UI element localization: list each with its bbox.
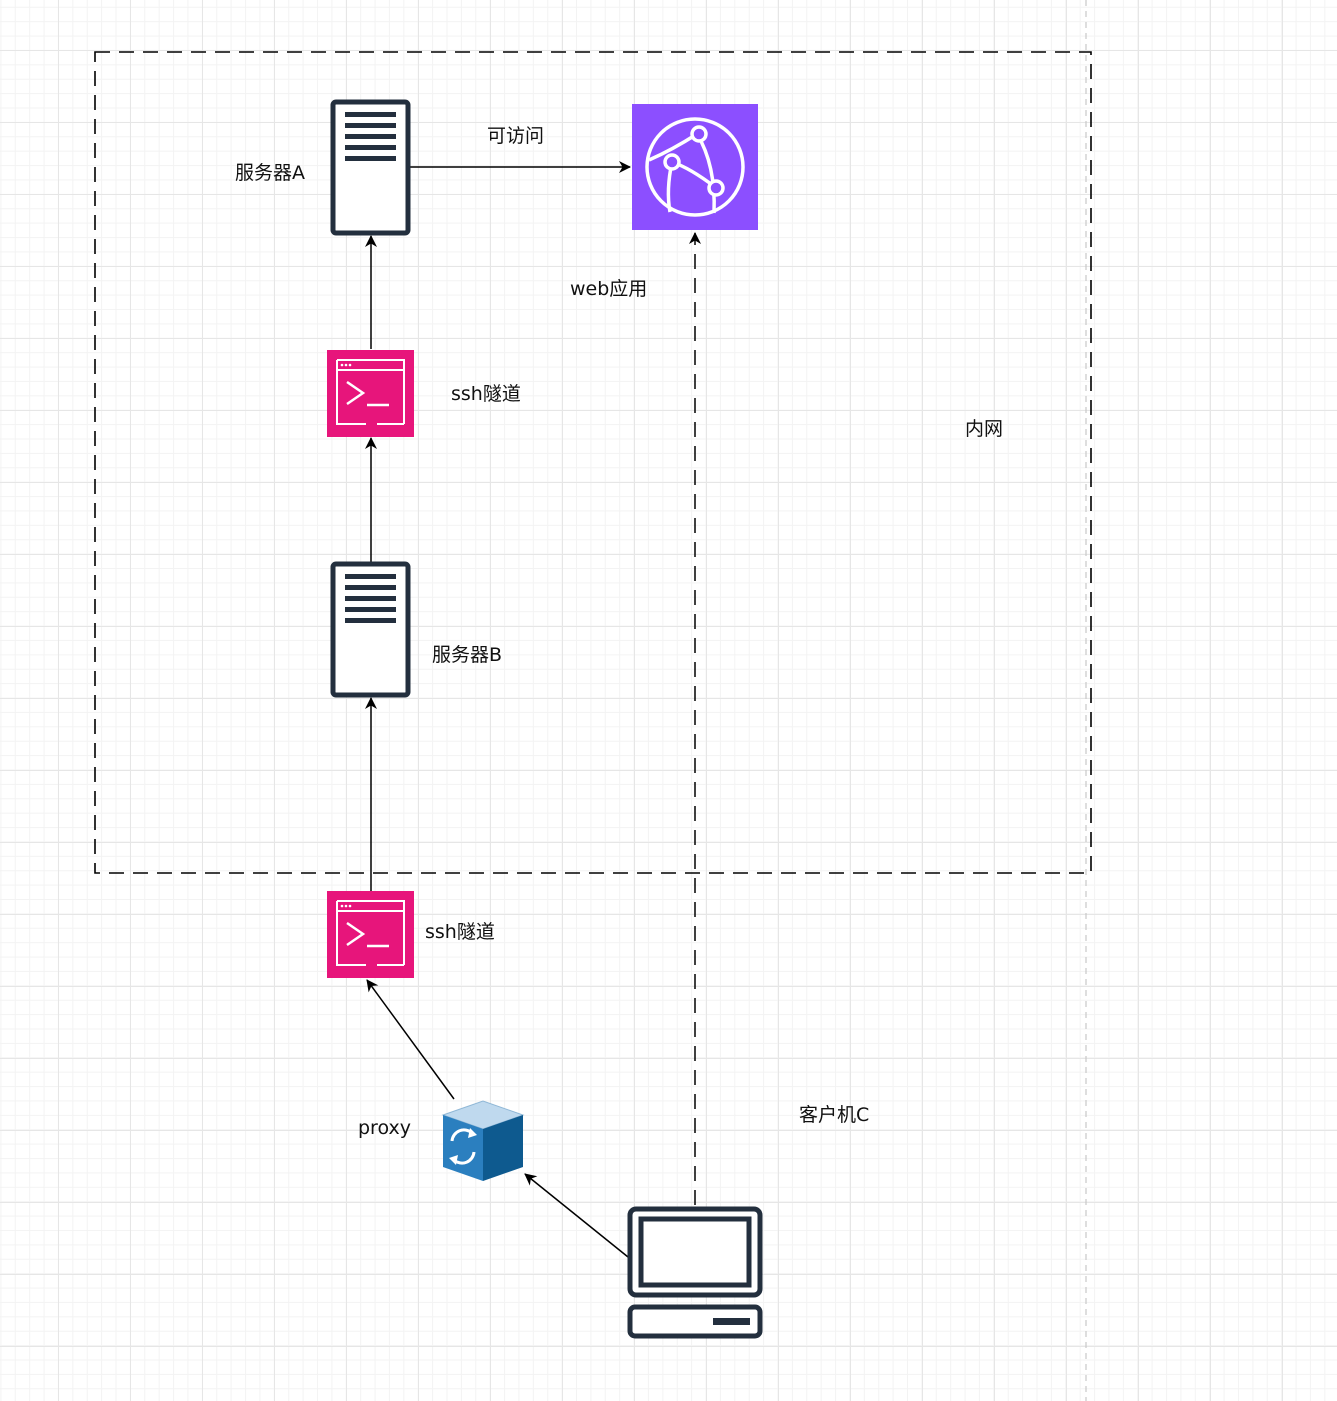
server-b-icon[interactable] (330, 561, 411, 698)
proxy-label: proxy (358, 1117, 411, 1139)
web-app-icon[interactable] (632, 104, 758, 230)
server-b-label: 服务器B (432, 644, 503, 666)
edge-client-to-proxy[interactable] (524, 1173, 629, 1258)
web-app-label: web应用 (570, 278, 648, 300)
ssh-tunnel-bottom-label: ssh隧道 (425, 921, 495, 943)
ssh-tunnel-top-icon[interactable] (327, 350, 414, 437)
ssh-tunnel-bottom-icon[interactable] (327, 891, 414, 978)
client-c-icon[interactable] (627, 1206, 763, 1339)
server-a-icon[interactable] (330, 99, 411, 236)
intranet-boundary[interactable] (94, 51, 1092, 874)
server-a-label: 服务器A (235, 162, 305, 184)
client-c-label: 客户机C (799, 1104, 870, 1126)
ssh-tunnel-top-label: ssh隧道 (451, 383, 521, 405)
intranet-label: 内网 (965, 418, 1004, 440)
proxy-icon[interactable] (441, 1100, 525, 1181)
accessible-label: 可访问 (487, 125, 545, 147)
edge-proxy-to-ssh-bottom[interactable] (366, 979, 455, 1100)
